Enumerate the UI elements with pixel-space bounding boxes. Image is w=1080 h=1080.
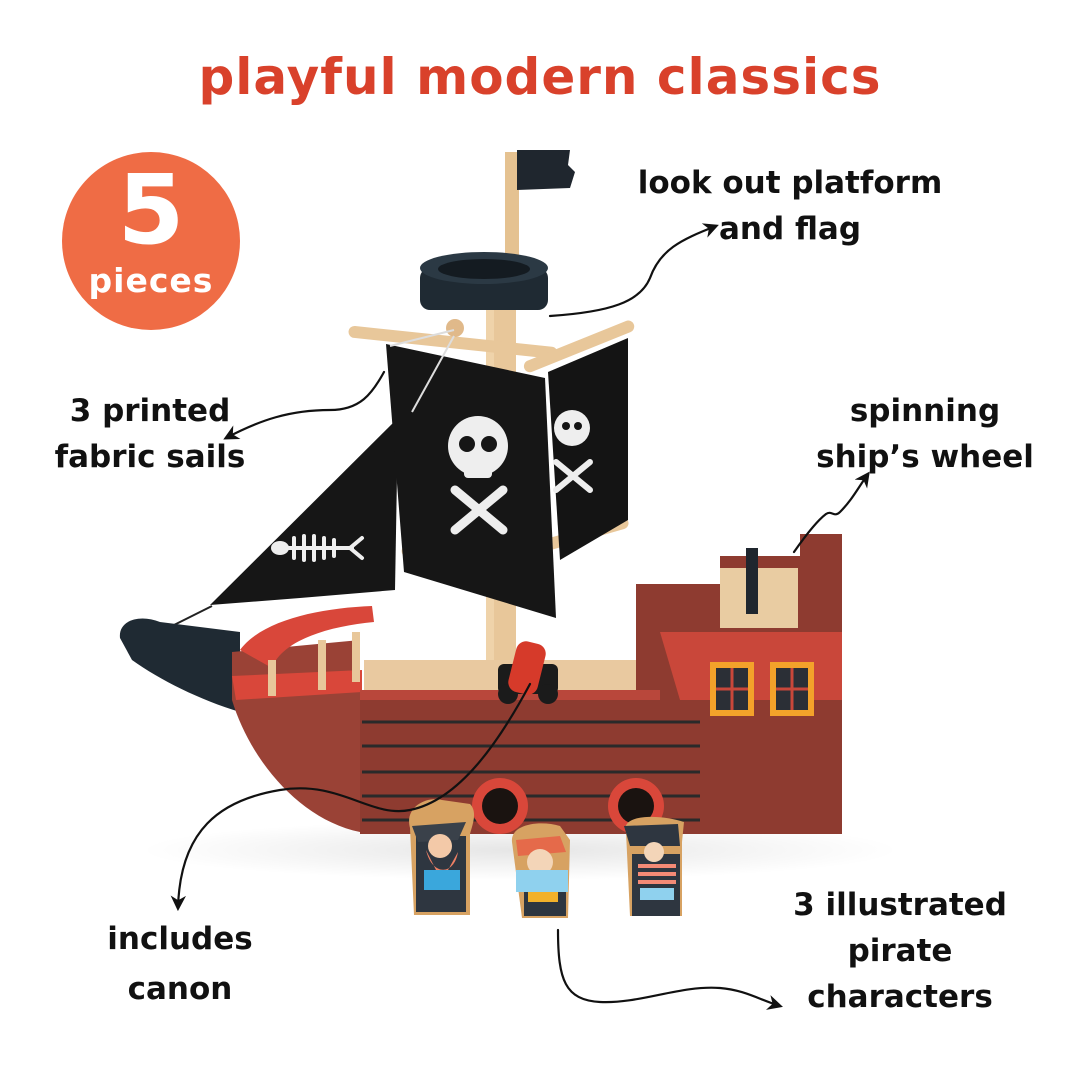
back-sail-skull — [548, 338, 628, 560]
callout-lookout-platform: look out platform and flag — [620, 160, 960, 252]
arrow-lookout — [548, 223, 719, 318]
callout-pirates-line1: 3 illustrated — [793, 887, 1007, 923]
main-sail-skull — [386, 329, 556, 618]
arrow-pirates — [556, 928, 783, 1010]
pieces-label: pieces — [88, 261, 214, 300]
callout-sails-line1: 3 printed — [69, 393, 231, 429]
callout-lookout-line2: and flag — [718, 211, 862, 247]
callout-wheel-line1: spinning — [849, 393, 1001, 429]
callout-canon: includes canon — [80, 914, 280, 1014]
callout-pirates-line3: characters — [807, 979, 993, 1015]
lookout-flag — [505, 150, 575, 282]
pirate-figure-bearded — [409, 799, 475, 915]
callout-ships-wheel: spinning ship’s wheel — [790, 388, 1060, 480]
callout-canon-line1: includes — [107, 921, 253, 957]
callout-fabric-sails: 3 printed fabric sails — [40, 388, 260, 480]
callout-sails-line2: fabric sails — [54, 439, 246, 475]
pirate-figure-bandana — [511, 823, 570, 918]
callout-pirate-characters: 3 illustrated pirate characters — [770, 882, 1030, 1020]
callout-pirates-line2: pirate — [847, 933, 953, 969]
arrow-sails — [223, 370, 386, 440]
pirate-figure-young — [624, 816, 684, 916]
callout-canon-line2: canon — [127, 971, 233, 1007]
pieces-count: 5 — [117, 154, 185, 266]
annotation-arrows — [170, 223, 870, 1010]
pieces-count-badge: 5 pieces — [62, 152, 240, 330]
callout-lookout-line1: look out platform — [637, 165, 943, 201]
stern-windows — [710, 662, 814, 716]
bow-rail — [240, 606, 374, 696]
lookout-platform — [420, 252, 548, 310]
bow-figurehead — [119, 618, 240, 712]
ships-wheel — [746, 548, 758, 614]
arrow-wheel — [792, 471, 870, 554]
jib-sail-fish — [159, 418, 398, 633]
cannon — [498, 641, 558, 704]
headline: playful modern classics — [198, 48, 882, 106]
callout-wheel-line2: ship’s wheel — [816, 439, 1034, 475]
arrow-canon — [170, 682, 532, 912]
